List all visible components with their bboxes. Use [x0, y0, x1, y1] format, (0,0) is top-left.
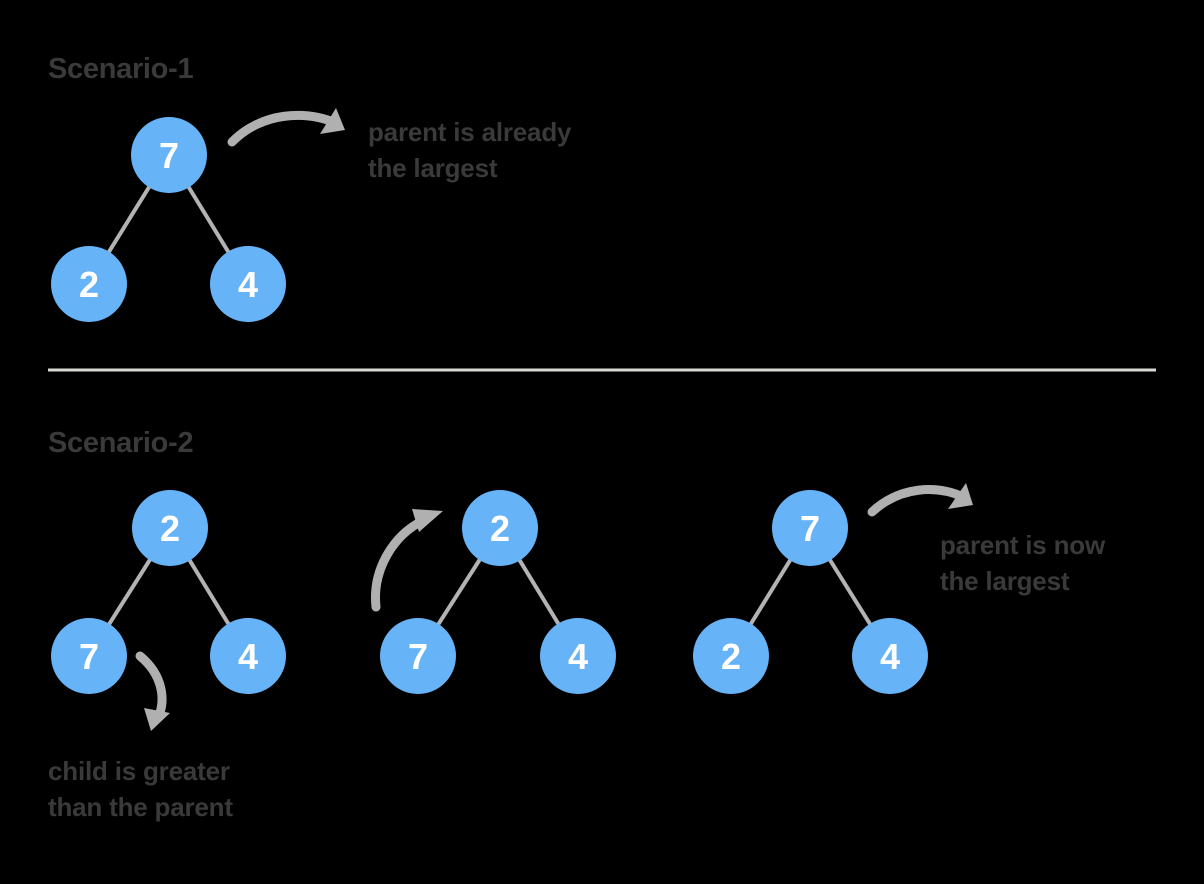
annotation-line: the largest [368, 153, 498, 183]
annotation-arrow-icon [867, 483, 973, 517]
annotation-s1-note: parent is already the largest [368, 114, 571, 186]
annotation-s2-note-right: parent is now the largest [940, 527, 1105, 599]
annotation-s2-note-left: child is greater than the parent [48, 753, 233, 825]
tree-node[interactable] [540, 618, 616, 694]
annotation-line: parent is already [368, 117, 572, 147]
tree-s2-tree-2 [380, 490, 616, 694]
tree-node[interactable] [380, 618, 456, 694]
annotation-line: than the parent [48, 792, 233, 822]
tree-node[interactable] [852, 618, 928, 694]
annotation-arrow-icon [371, 509, 443, 612]
tree-node[interactable] [462, 490, 538, 566]
tree-s2-tree-3 [693, 490, 928, 694]
annotation-line: child is greater [48, 756, 230, 786]
tree-node[interactable] [51, 246, 127, 322]
tree-node[interactable] [51, 618, 127, 694]
section-title-scenario-2: Scenario-2 [48, 427, 194, 459]
annotation-line: parent is now [940, 530, 1105, 560]
tree-node[interactable] [772, 490, 848, 566]
section-title-scenario-1: Scenario-1 [48, 53, 194, 85]
annotation-line: the largest [940, 566, 1070, 596]
annotation-arrow-icon [135, 651, 170, 731]
tree-node[interactable] [210, 246, 286, 322]
tree-node[interactable] [693, 618, 769, 694]
tree-node[interactable] [131, 117, 207, 193]
tree-node[interactable] [210, 618, 286, 694]
tree-s2-tree-1 [51, 490, 286, 694]
tree-node[interactable] [132, 490, 208, 566]
tree-s1-tree-1 [51, 117, 286, 322]
annotation-arrow-icon [227, 108, 345, 147]
